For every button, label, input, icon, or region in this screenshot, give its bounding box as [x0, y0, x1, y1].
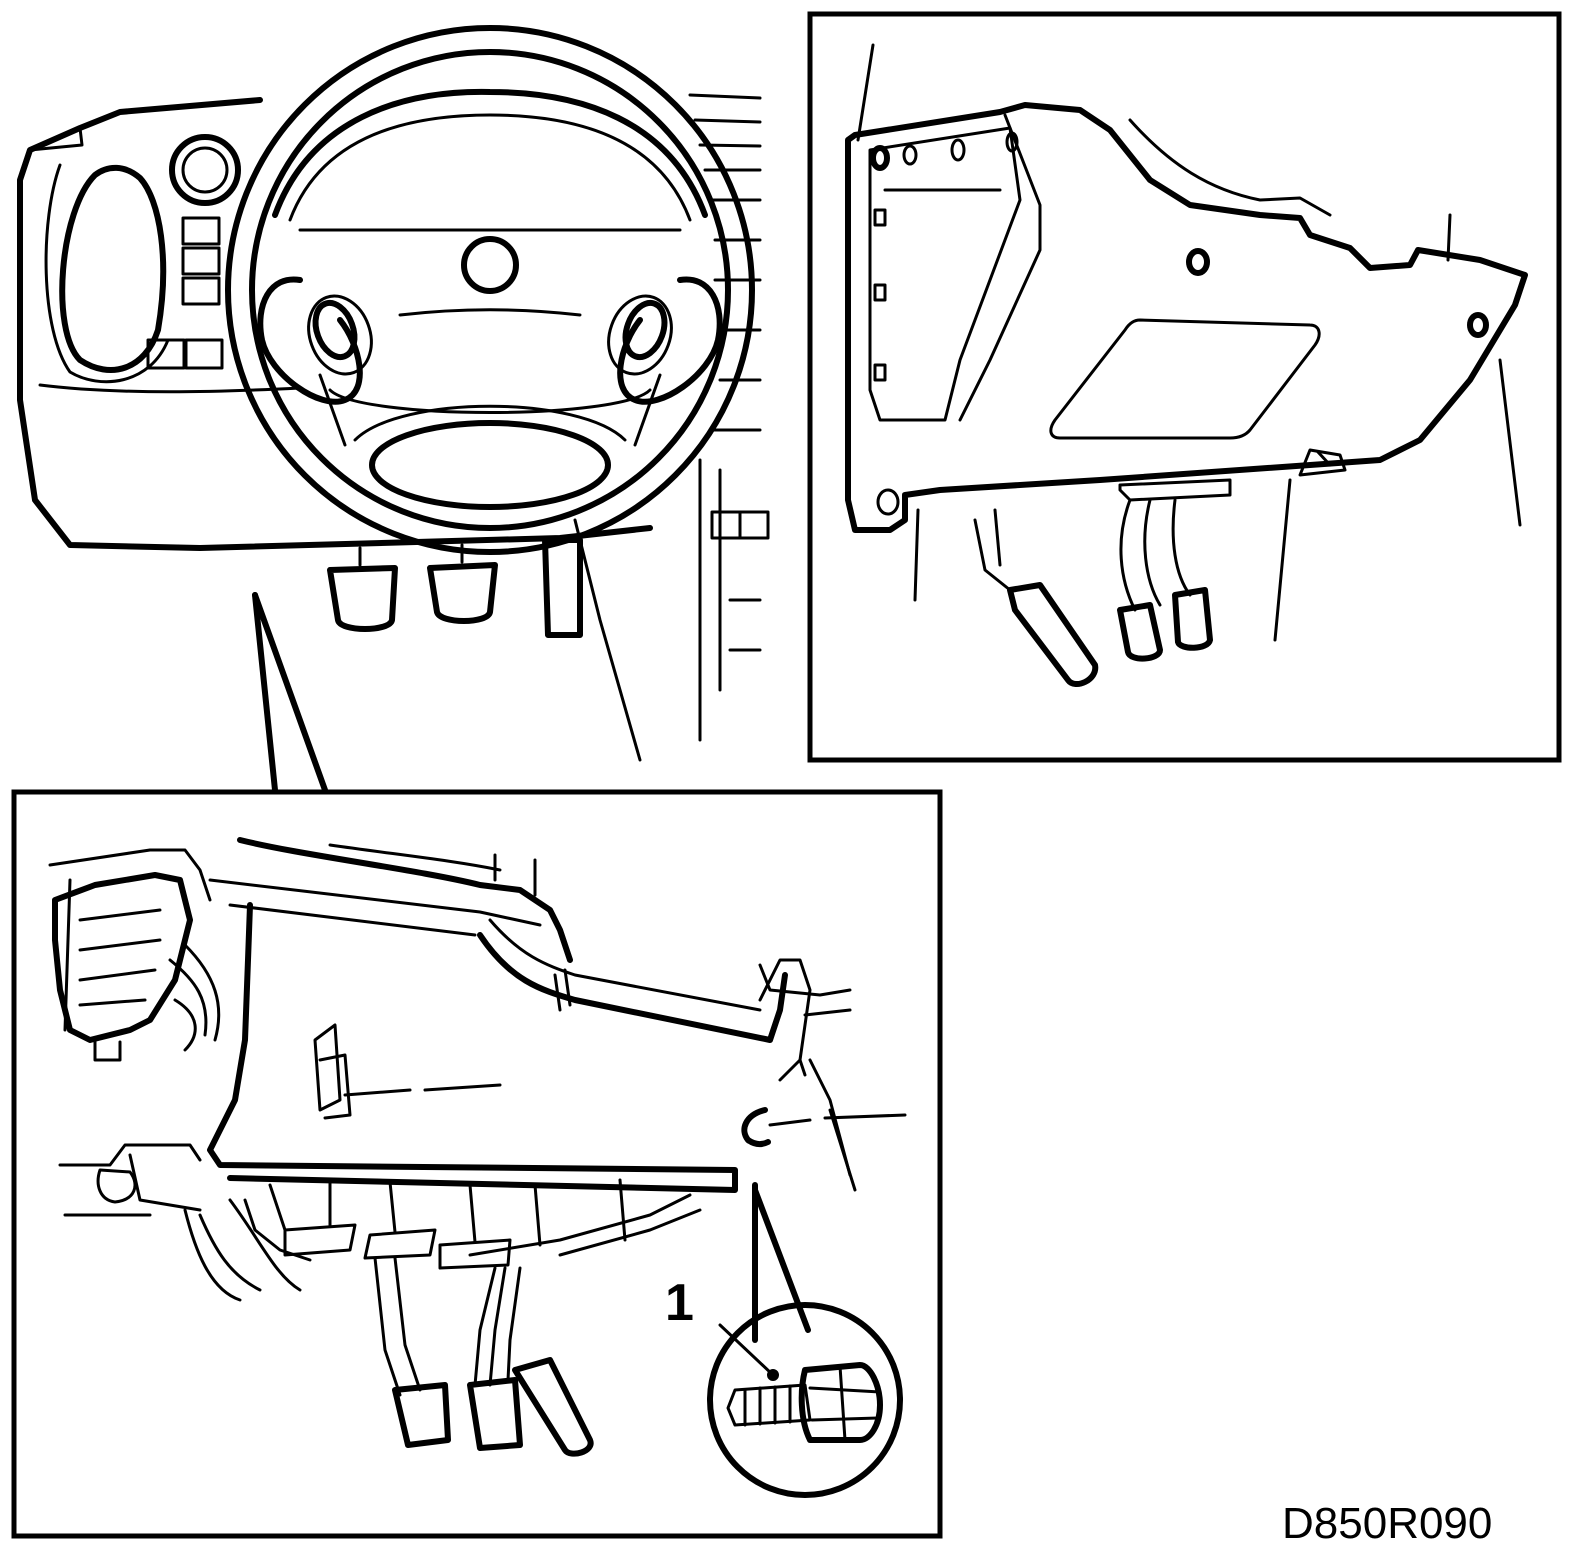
left-vent-oval: [59, 164, 167, 373]
callout-number-1: 1: [665, 1274, 694, 1332]
clip-socket: [741, 1107, 771, 1148]
fastener-hole: [1467, 312, 1489, 338]
fastener-hole: [1186, 248, 1210, 276]
vent-module: [48, 848, 221, 1062]
dashboard-outline: [17, 97, 653, 551]
fastener-hole: [902, 144, 918, 166]
lower-trim-panel: [207, 902, 738, 1193]
detail-frame-top-right: [807, 11, 1562, 763]
horn-emblem: [461, 236, 519, 294]
round-gauge: [169, 134, 241, 206]
fastener-hole: [876, 488, 900, 516]
bolt-closeup: [707, 1302, 903, 1498]
pedals-detail-bottom: [373, 1256, 594, 1457]
steering-wheel: [225, 25, 755, 555]
detail-leader: [252, 592, 278, 793]
fastener-hole: [950, 138, 966, 162]
trim-panel-outline: [845, 102, 1528, 533]
steering-column: [477, 932, 788, 1043]
fastener-hole: [870, 145, 890, 171]
panel-recess: [1049, 318, 1321, 440]
detail-frame-bottom-left: [11, 789, 943, 1539]
bolt-icon: [726, 1383, 812, 1427]
dashboard-overview-view: [17, 25, 770, 793]
figure-id: D850R090: [1282, 1499, 1492, 1548]
pedals-detail-top: [973, 448, 1347, 687]
removal-detail-view: 1: [11, 789, 943, 1539]
pedals-overview: [327, 537, 583, 638]
lower-hub-pad: [369, 420, 611, 510]
fastener-hole: [1005, 131, 1019, 153]
trim-panel-detail-view: [807, 11, 1562, 763]
switch-panel: [146, 216, 224, 370]
